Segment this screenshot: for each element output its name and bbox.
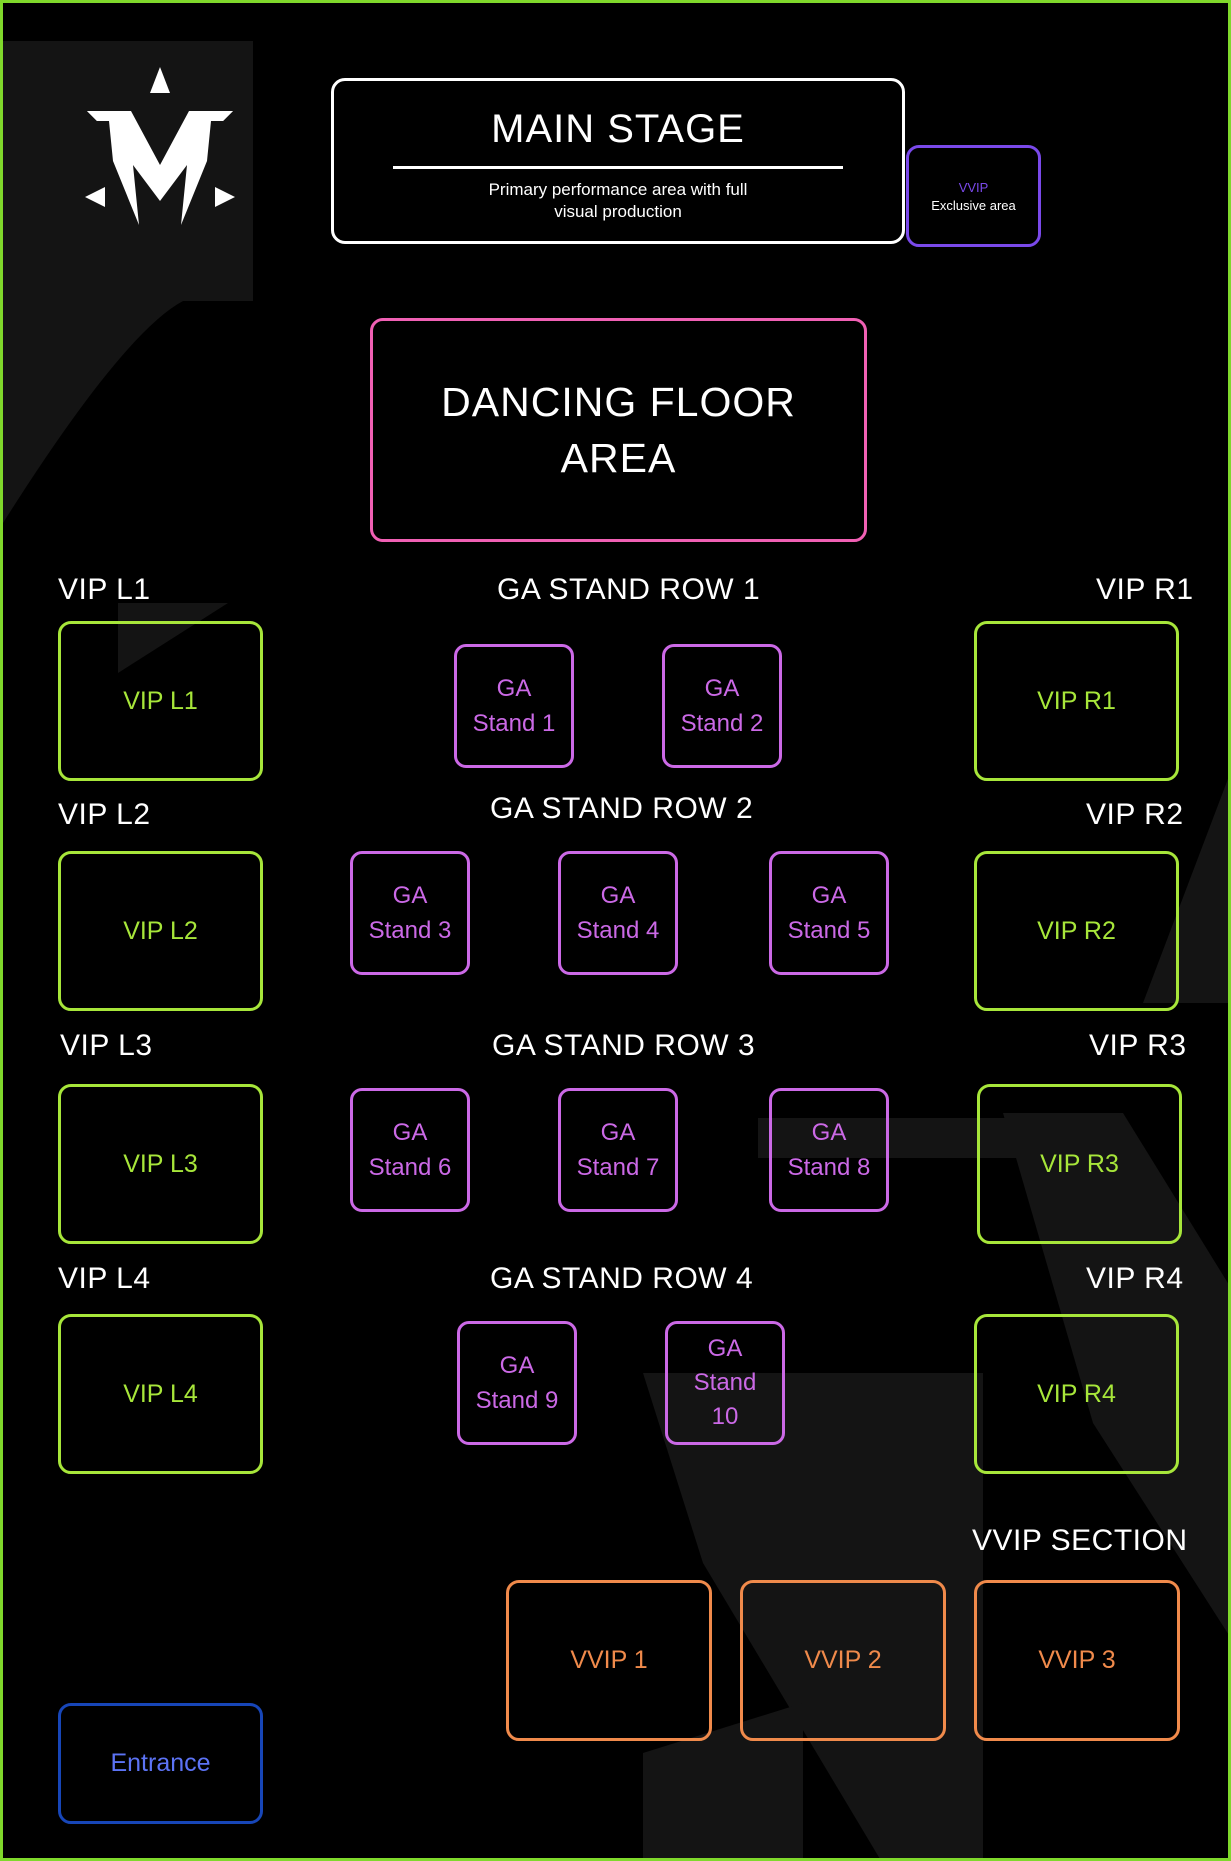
ga-stand-5[interactable]: GA Stand 5: [769, 851, 889, 975]
vvip-3-box[interactable]: VVIP 3: [974, 1580, 1180, 1741]
vip-l3-box[interactable]: VIP L3: [58, 1084, 263, 1244]
ga-stand-3-line1: GA: [392, 882, 428, 909]
ga-stand-8[interactable]: GA Stand 8: [769, 1088, 889, 1212]
vvip-section-heading: VVIP SECTION: [972, 1524, 1188, 1557]
vvip-exclusive-subtitle: Exclusive area: [931, 197, 1016, 213]
ga-row1-heading: GA STAND ROW 1: [497, 573, 761, 606]
ga-stand-10-line2: Stand: [693, 1369, 757, 1396]
ga-row2-heading: GA STAND ROW 2: [490, 792, 754, 825]
main-stage-description: Primary performance area with full visua…: [488, 180, 748, 221]
vvip-exclusive-title: VVIP: [958, 179, 989, 195]
vip-l1-heading: VIP L1: [58, 573, 151, 606]
main-stage-divider: [393, 166, 843, 169]
ga-stand-6[interactable]: GA Stand 6: [350, 1088, 470, 1212]
ga-stand-9[interactable]: GA Stand 9: [457, 1321, 577, 1445]
ga-stand-4[interactable]: GA Stand 4: [558, 851, 678, 975]
ga-stand-1[interactable]: GA Stand 1: [454, 644, 574, 768]
ga-row4-heading: GA STAND ROW 4: [490, 1262, 754, 1295]
vip-r1-heading: VIP R1: [1096, 573, 1194, 606]
ga-stand-5-line2: Stand 5: [787, 917, 871, 944]
ga-stand-3-line2: Stand 3: [368, 917, 452, 944]
entrance-box[interactable]: Entrance: [58, 1703, 263, 1824]
ga-stand-2-line1: GA: [704, 675, 740, 702]
main-stage[interactable]: MAIN STAGE Primary performance area with…: [331, 78, 905, 244]
vip-l2-box[interactable]: VIP L2: [58, 851, 263, 1011]
ga-stand-2-line2: Stand 2: [680, 710, 764, 737]
vip-r2-box[interactable]: VIP R2: [974, 851, 1179, 1011]
vip-l4-heading: VIP L4: [58, 1262, 151, 1295]
ga-stand-9-line1: GA: [499, 1352, 535, 1379]
ga-stand-9-line2: Stand 9: [475, 1387, 559, 1414]
ga-stand-10-line3: 10: [711, 1403, 739, 1430]
vip-l2-heading: VIP L2: [58, 798, 151, 831]
ga-stand-5-line1: GA: [811, 882, 847, 909]
vip-l3-heading: VIP L3: [60, 1029, 153, 1062]
ga-stand-7-line1: GA: [600, 1119, 636, 1146]
ga-stand-1-line1: GA: [496, 675, 532, 702]
ga-stand-6-line1: GA: [392, 1119, 428, 1146]
ga-stand-6-line2: Stand 6: [368, 1154, 452, 1181]
ga-stand-1-line2: Stand 1: [472, 710, 556, 737]
ga-stand-8-line1: GA: [811, 1119, 847, 1146]
ga-stand-4-line1: GA: [600, 882, 636, 909]
vip-r1-box[interactable]: VIP R1: [974, 621, 1179, 781]
vvip-1-box[interactable]: VVIP 1: [506, 1580, 712, 1741]
vip-l1-box[interactable]: VIP L1: [58, 621, 263, 781]
ga-stand-10[interactable]: GA Stand 10: [665, 1321, 785, 1445]
vip-r4-box[interactable]: VIP R4: [974, 1314, 1179, 1474]
vvip-2-box[interactable]: VVIP 2: [740, 1580, 946, 1741]
crown-m-logo-icon: [85, 67, 235, 225]
dance-floor-line1: DANCING FLOOR: [441, 379, 796, 425]
ga-row3-heading: GA STAND ROW 3: [492, 1029, 756, 1062]
dance-floor-line2: AREA: [560, 435, 677, 481]
vip-l4-box[interactable]: VIP L4: [58, 1314, 263, 1474]
vip-r4-heading: VIP R4: [1086, 1262, 1184, 1295]
vip-r3-box[interactable]: VIP R3: [977, 1084, 1182, 1244]
vip-r3-heading: VIP R3: [1089, 1029, 1187, 1062]
ga-stand-4-line2: Stand 4: [576, 917, 660, 944]
ga-stand-2[interactable]: GA Stand 2: [662, 644, 782, 768]
ga-stand-7-line2: Stand 7: [576, 1154, 660, 1181]
vvip-exclusive-area[interactable]: VVIP Exclusive area: [906, 145, 1041, 247]
dance-floor-area[interactable]: DANCING FLOOR AREA: [370, 318, 867, 542]
ga-stand-7[interactable]: GA Stand 7: [558, 1088, 678, 1212]
vip-r2-heading: VIP R2: [1086, 798, 1184, 831]
main-stage-title: MAIN STAGE: [491, 107, 745, 151]
ga-stand-3[interactable]: GA Stand 3: [350, 851, 470, 975]
ga-stand-8-line2: Stand 8: [787, 1154, 871, 1181]
ga-stand-10-line1: GA: [707, 1335, 743, 1362]
